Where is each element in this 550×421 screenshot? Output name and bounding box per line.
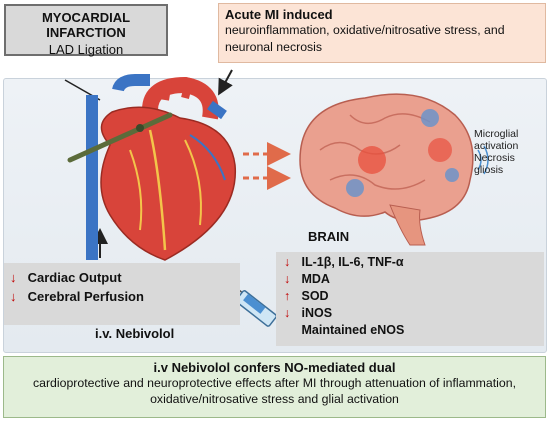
acute-pointer-arrow-icon (218, 69, 233, 96)
down-arrow-icon: ↓ (10, 289, 17, 304)
heart-illustration (67, 74, 237, 261)
annotation-line: activation (474, 140, 519, 152)
brain-effect-label: Maintained eNOS (301, 323, 405, 337)
brain-effect-row: ↓ IL-1β, IL-6, TNF-α (284, 254, 536, 271)
up-arrow-icon: ↑ (284, 289, 291, 303)
acute-mi-title: Acute MI induced (225, 7, 333, 22)
annotation-line: gliosis (474, 164, 504, 176)
annotation-line: Microglial (474, 128, 519, 140)
brain-effect-row: ↓ MDA (284, 271, 536, 288)
brain-annotation: Microglial activation Necrosis gliosis (474, 128, 544, 176)
brain-effect-label: iNOS (301, 306, 333, 320)
brain-effect-label: SOD (301, 289, 329, 303)
conclusion-body: cardioprotective and neuroprotective eff… (32, 376, 517, 406)
treatment-label: i.v. Nebivolol (95, 326, 175, 341)
brain-effect-label: MDA (301, 272, 330, 286)
conclusion-title: i.v Nebivolol confers NO-mediated dual (153, 360, 396, 375)
myocardial-infarction-box: MYOCARDIAL INFARCTION LAD Ligation (4, 4, 168, 57)
mi-subtitle: LAD Ligation (48, 42, 124, 57)
mi-title: MYOCARDIAL INFARCTION (41, 10, 131, 40)
annotation-line: Necrosis (474, 152, 515, 164)
brain-effect-row: Maintained eNOS (284, 322, 536, 339)
conclusion-box: i.v Nebivolol confers NO-mediated dual c… (3, 356, 546, 418)
cardiac-effect-row: ↓ Cerebral Perfusion (10, 288, 234, 305)
down-arrow-icon: ↓ (284, 255, 291, 269)
cardiac-effect-label: Cerebral Perfusion (27, 289, 144, 304)
dashed-arrow-icon (243, 142, 291, 190)
brain-heading: BRAIN (308, 229, 350, 244)
brain-illustration (299, 93, 489, 246)
down-arrow-icon: ↓ (10, 270, 17, 285)
cardiac-effects-box: ↓ Cardiac Output ↓ Cerebral Perfusion (4, 263, 240, 325)
cardiac-effect-row: ↓ Cardiac Output (10, 269, 234, 286)
cardiac-effect-label: Cardiac Output (27, 270, 122, 285)
acute-mi-body: neuroinflammation, oxidative/nitrosative… (225, 23, 505, 54)
acute-mi-box: Acute MI induced neuroinflammation, oxid… (218, 3, 546, 63)
brain-effect-row: ↓ iNOS (284, 305, 536, 322)
brain-effects-box: ↓ IL-1β, IL-6, TNF-α ↓ MDA ↑ SOD ↓ iNOS … (276, 252, 544, 346)
brain-effect-row: ↑ SOD (284, 288, 536, 305)
brain-effect-label: IL-1β, IL-6, TNF-α (301, 255, 404, 269)
down-arrow-icon: ↓ (284, 306, 291, 320)
down-arrow-icon: ↓ (284, 272, 291, 286)
